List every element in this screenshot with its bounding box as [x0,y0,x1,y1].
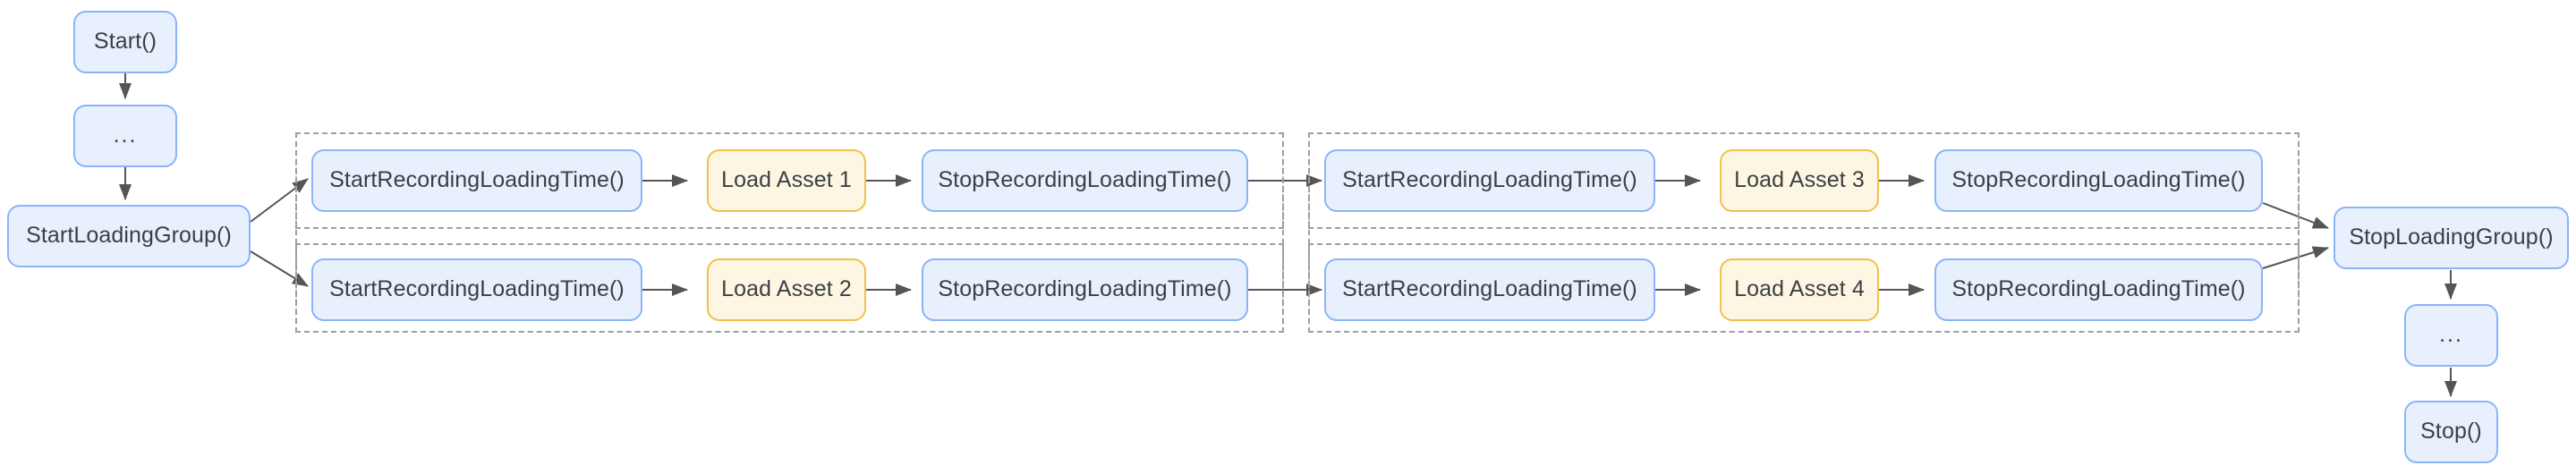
node-g1r1-load-asset-label: Load Asset 1 [721,167,852,193]
node-g1r1-stop-recording[interactable]: StopRecordingLoadingTime() [922,149,1248,212]
node-g1r2-start-recording[interactable]: StartRecordingLoadingTime() [311,258,642,321]
node-stop-label: Stop() [2420,419,2482,444]
node-g2r1-stop-recording-label: StopRecordingLoadingTime() [1951,167,2246,193]
node-stop-loading-group[interactable]: StopLoadingGroup() [2334,207,2569,269]
node-g2r1-start-recording-label: StartRecordingLoadingTime() [1342,167,1637,193]
node-g1r1-start-recording-label: StartRecordingLoadingTime() [329,167,625,193]
node-stop[interactable]: Stop() [2404,401,2498,463]
node-g2r2-start-recording-label: StartRecordingLoadingTime() [1342,276,1637,302]
node-start-label: Start() [93,29,157,55]
node-stop-loading-group-label: StopLoadingGroup() [2349,224,2554,250]
node-g2r1-start-recording[interactable]: StartRecordingLoadingTime() [1324,149,1655,212]
loading-group-1-row-1-frame [295,132,1284,229]
node-g1r2-start-recording-label: StartRecordingLoadingTime() [329,276,625,302]
loading-group-2-row-1-frame [1308,132,2300,229]
node-g2r2-load-asset-label: Load Asset 4 [1734,276,1865,302]
node-g1r1-start-recording[interactable]: StartRecordingLoadingTime() [311,149,642,212]
node-start-ellipsis[interactable]: ... [73,105,177,167]
node-g2r1-load-asset-label: Load Asset 3 [1734,167,1865,193]
node-start-ellipsis-label: ... [113,123,138,148]
node-g2r2-start-recording[interactable]: StartRecordingLoadingTime() [1324,258,1655,321]
node-g1r1-stop-recording-label: StopRecordingLoadingTime() [938,167,1232,193]
node-g2r1-load-asset[interactable]: Load Asset 3 [1720,149,1879,212]
node-stop-ellipsis-label: ... [2439,322,2463,348]
loading-group-1-row-2-frame [295,243,1284,333]
node-g2r2-load-asset[interactable]: Load Asset 4 [1720,258,1879,321]
node-start-loading-group[interactable]: StartLoadingGroup() [7,205,251,267]
node-g1r2-load-asset[interactable]: Load Asset 2 [707,258,866,321]
node-g2r2-stop-recording[interactable]: StopRecordingLoadingTime() [1934,258,2263,321]
node-g1r2-load-asset-label: Load Asset 2 [721,276,852,302]
node-g2r2-stop-recording-label: StopRecordingLoadingTime() [1951,276,2246,302]
node-start-loading-group-label: StartLoadingGroup() [26,223,232,249]
node-stop-ellipsis[interactable]: ... [2404,304,2498,367]
node-g2r1-stop-recording[interactable]: StopRecordingLoadingTime() [1934,149,2263,212]
node-start[interactable]: Start() [73,11,177,73]
loading-group-2-row-2-frame [1308,243,2300,333]
node-g1r1-load-asset[interactable]: Load Asset 1 [707,149,866,212]
node-g1r2-stop-recording-label: StopRecordingLoadingTime() [938,276,1232,302]
node-g1r2-stop-recording[interactable]: StopRecordingLoadingTime() [922,258,1248,321]
